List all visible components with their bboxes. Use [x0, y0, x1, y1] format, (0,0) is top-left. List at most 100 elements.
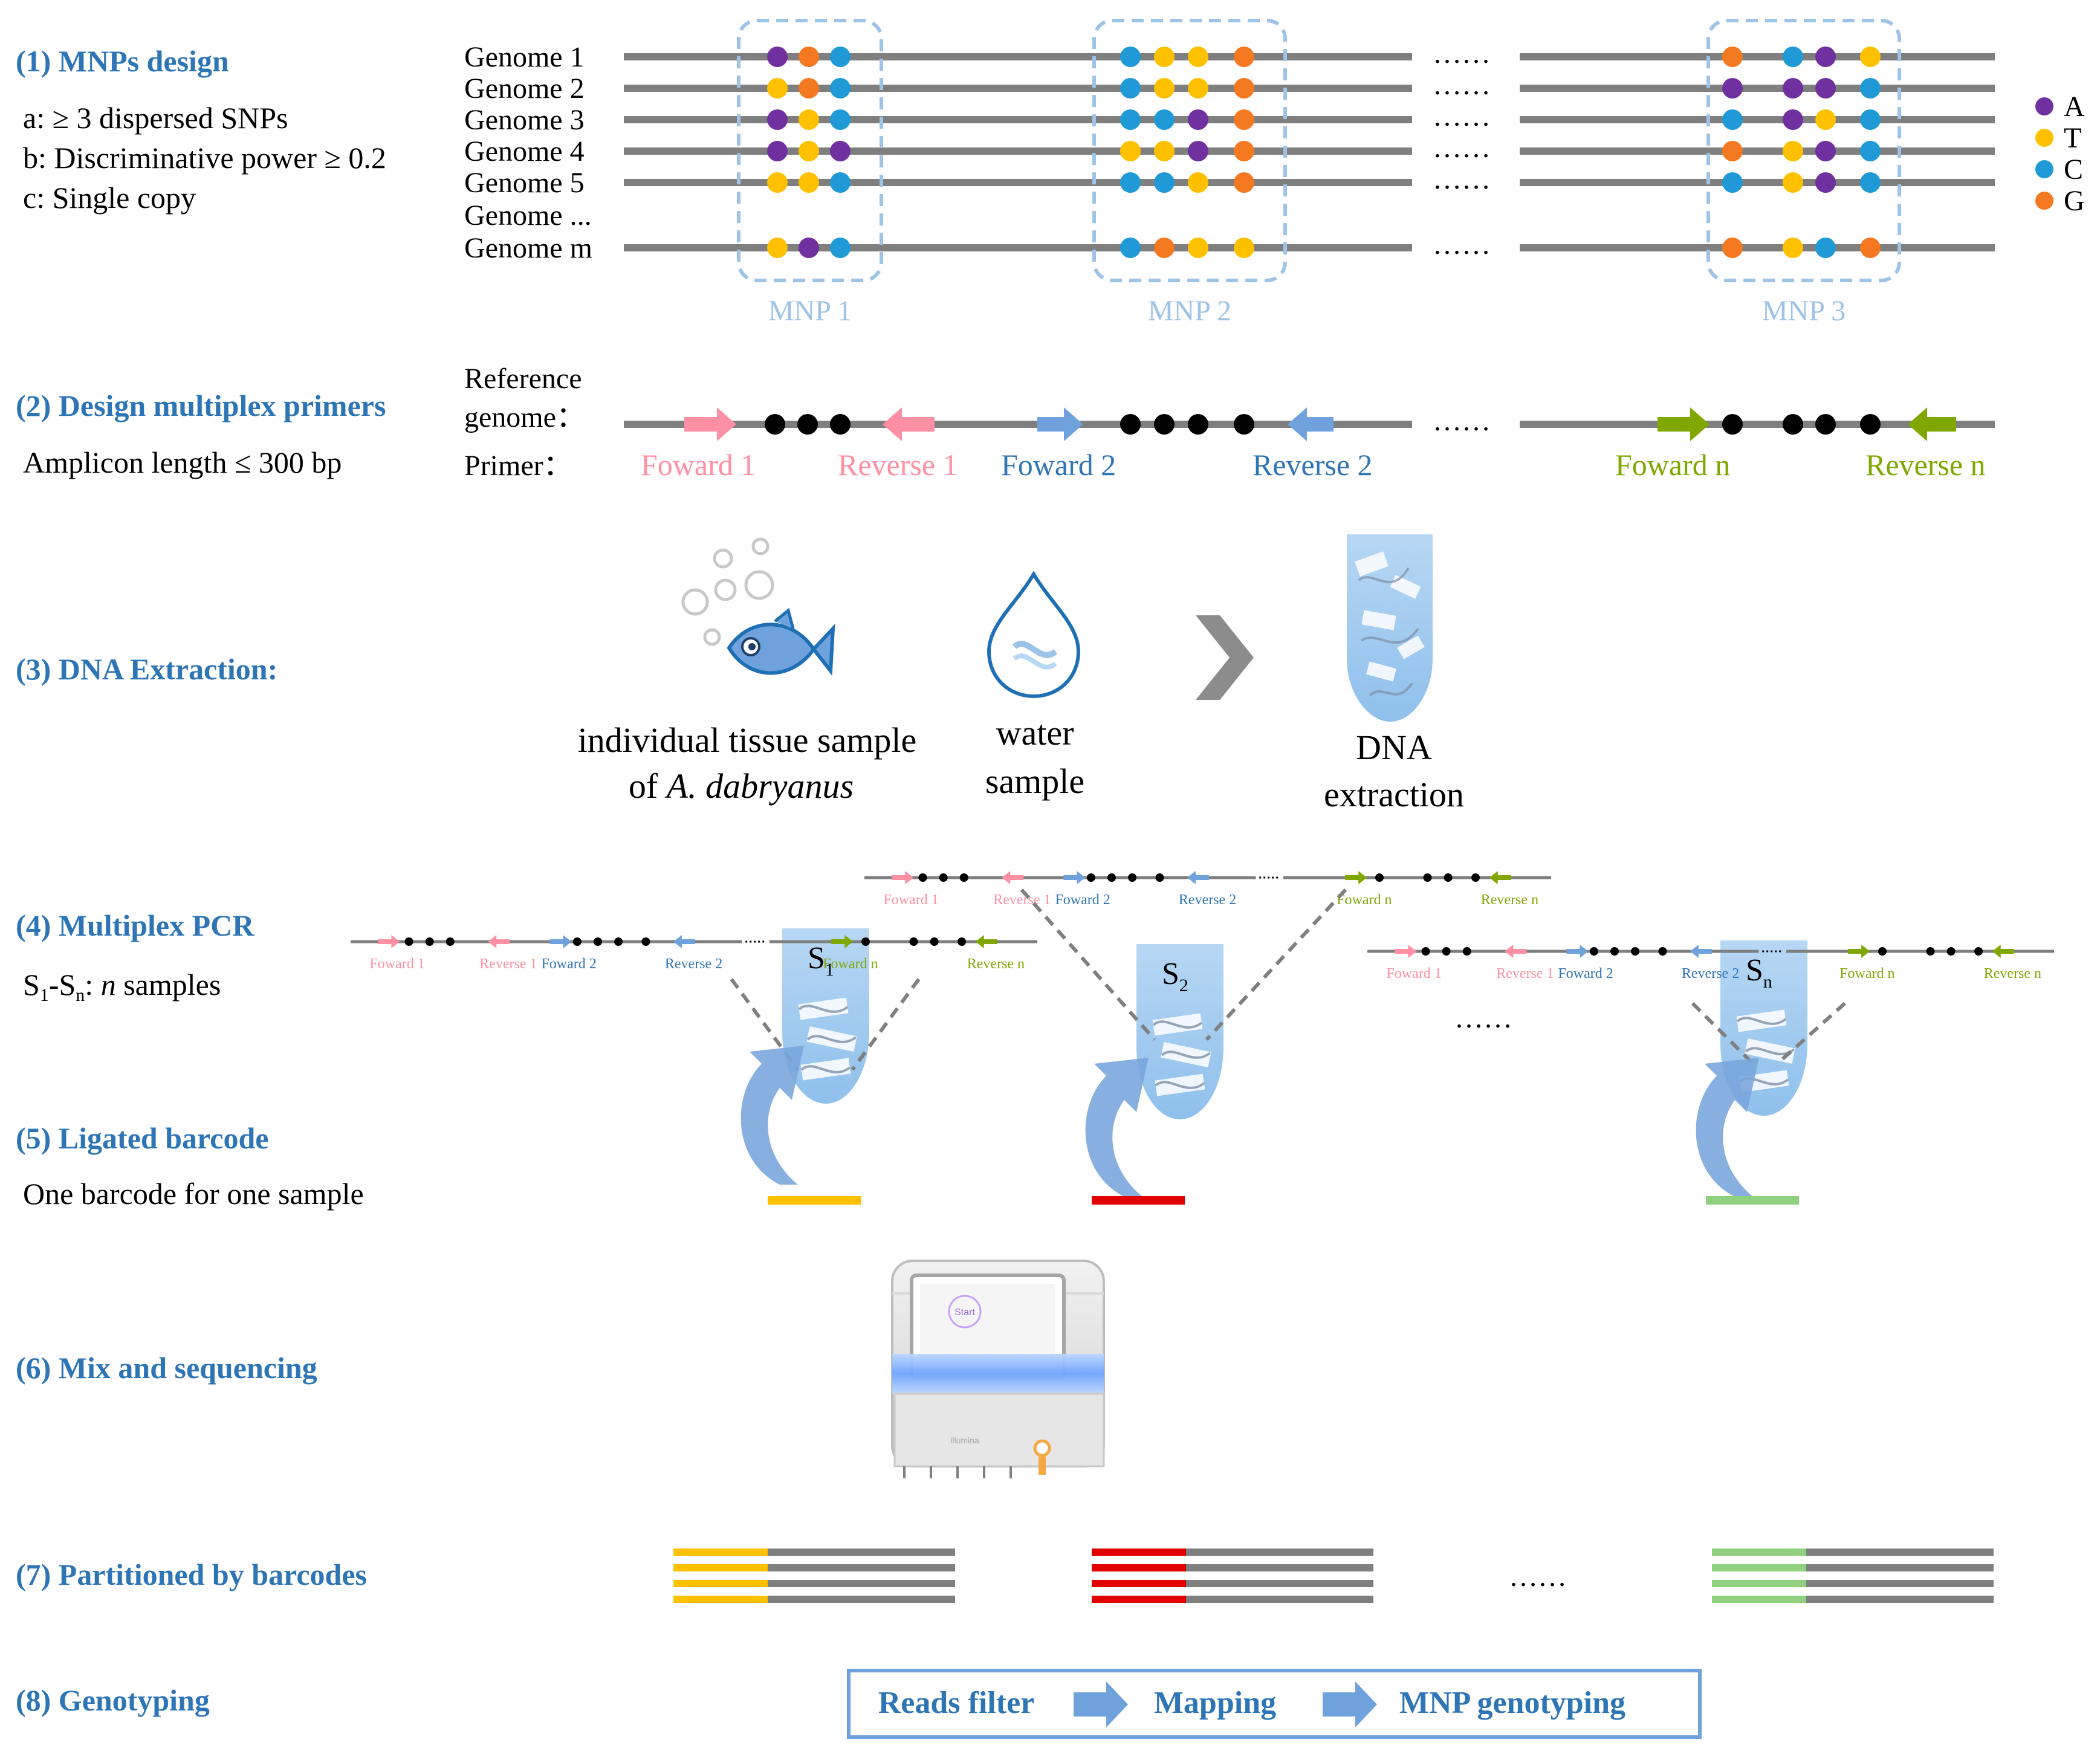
reference-snp-dot: [1815, 414, 1836, 435]
forwardn-arrow-icon: [1658, 407, 1709, 441]
bubbles-icon: [681, 537, 774, 646]
mini-primer-arrow-icon: [488, 935, 510, 948]
snp-dot: [1783, 141, 1803, 161]
mini-primer-label: Foward 2: [541, 956, 596, 972]
mnp-box: [1706, 19, 1901, 282]
reference-snp-dot: [1234, 414, 1254, 435]
mini-primer-arrow-icon: [1848, 945, 1870, 958]
reference-snp-dot: [1188, 414, 1208, 435]
step5-title: (5) Ligated barcode: [16, 1121, 268, 1155]
mini-primer-arrow-icon: [1489, 871, 1511, 884]
mini-primer-label: Reverse 2: [1682, 966, 1739, 982]
mini-snp-dot: [1946, 947, 1956, 956]
snp-dot: [1188, 141, 1208, 161]
snp-dot: [1860, 238, 1881, 258]
mini-primer-label: Reverse 1: [1496, 966, 1554, 982]
mini-primer-label: Foward n: [1337, 892, 1392, 908]
snp-dot: [767, 238, 788, 258]
mini-primer-arrow-icon: [892, 871, 914, 884]
mini-primer-label: Reverse 2: [665, 956, 722, 972]
water-drop-icon: [987, 571, 1081, 699]
legend-swatch: [2035, 160, 2053, 178]
reversen-arrow-icon: [1908, 407, 1956, 441]
snp-dot: [1188, 78, 1208, 99]
snp-dot: [799, 47, 819, 67]
snp-dot: [1722, 109, 1743, 130]
snp-dot: [1234, 47, 1254, 67]
mini-primer-arrow-icon: [1566, 945, 1589, 958]
tissue-caption-line2: of A. dabryanus: [629, 766, 854, 806]
snp-dot: [1120, 238, 1141, 258]
reads-filter-label: Reads filter: [878, 1686, 1034, 1720]
snp-dot: [1154, 109, 1175, 130]
sequencer-icon: Start illumina: [891, 1260, 1105, 1478]
snp-dot: [767, 141, 788, 161]
snp-dot: [1722, 238, 1743, 258]
mini-primer-label: Reverse n: [1984, 966, 2041, 982]
genome-label: Genome 3: [464, 104, 585, 136]
reference-snp-dot: [1154, 414, 1175, 435]
snp-dot: [1120, 78, 1141, 99]
reversen-label: Reverse n: [1865, 448, 1986, 482]
legend-label: C: [2064, 154, 2083, 186]
ligation-arrow-icon: [741, 1046, 804, 1185]
snp-dot: [1234, 172, 1254, 193]
snp-dot: [1815, 141, 1836, 161]
pcr-ellipsis: ……: [1454, 1002, 1512, 1034]
snp-dot: [767, 172, 788, 193]
mini-snp-dot: [1107, 873, 1116, 882]
mini-snp-dot: [939, 873, 948, 882]
genome-ellipsis: ……: [1433, 100, 1491, 132]
mini-primer-arrow-icon: [673, 935, 695, 948]
mnp-label: MNP 3: [1762, 295, 1846, 327]
mini-primer-label: Foward n: [1839, 966, 1894, 982]
snp-dot: [1722, 141, 1743, 161]
legend-swatch: [2035, 129, 2053, 147]
mini-snp-dot: [1471, 873, 1480, 882]
genome-ellipsis: ……: [1433, 132, 1491, 164]
mapping-label: Mapping: [1154, 1686, 1276, 1720]
mini-snp-dot: [1462, 947, 1471, 956]
mini-snp-dot: [930, 937, 939, 946]
mini-snp-dot: [446, 937, 455, 946]
snp-dot: [1120, 47, 1141, 67]
snp-dots: [767, 47, 1881, 258]
snp-dot: [830, 47, 851, 67]
genome-ellipsis: ……: [1433, 37, 1491, 70]
snp-dot: [1722, 78, 1743, 99]
step1-criterion-a: a: ≥ 3 dispersed SNPs: [23, 101, 288, 135]
snp-dot: [830, 238, 851, 258]
genome-label: Genome m: [464, 232, 592, 264]
mini-snp-dot: [959, 873, 968, 882]
snp-dot: [799, 78, 819, 99]
reference-snp-dot: [1860, 414, 1881, 435]
mnp-label: MNP 2: [1148, 295, 1231, 327]
snp-dot: [1783, 238, 1803, 258]
process-arrow-icon: [1196, 615, 1254, 700]
mini-snp-dot: [909, 937, 918, 946]
snp-dot: [767, 109, 788, 130]
reverse2-arrow-icon: [1288, 407, 1334, 441]
fish-icon: [727, 607, 835, 676]
legend-swatch: [2035, 192, 2053, 210]
mini-primer-label: Reverse 2: [1179, 892, 1236, 908]
genome-label: Genome 1: [464, 41, 585, 73]
snp-dot: [1783, 109, 1803, 130]
snp-dot: [1120, 109, 1141, 130]
mini-primer-arrow-icon: [975, 935, 997, 948]
step4-title: (4) Multiplex PCR: [16, 908, 254, 942]
reverse1-arrow-icon: [883, 407, 935, 441]
mini-primer-label: Foward 2: [1055, 892, 1110, 908]
legend-label: G: [2064, 185, 2085, 217]
reference-snp-dot: [1783, 414, 1803, 435]
mini-primer-arrow-icon: [1002, 871, 1024, 884]
mini-primer-label: Foward 1: [1386, 966, 1441, 982]
mini-snp-dot: [861, 937, 870, 946]
genome-ellipsis: ……: [1433, 69, 1491, 101]
snp-dot: [1722, 172, 1743, 193]
step2-title: (2) Design multiplex primers: [16, 389, 386, 422]
snp-dot: [1815, 109, 1836, 130]
mini-primer-label: Reverse n: [967, 956, 1025, 972]
reference-snp-dot: [765, 414, 785, 435]
